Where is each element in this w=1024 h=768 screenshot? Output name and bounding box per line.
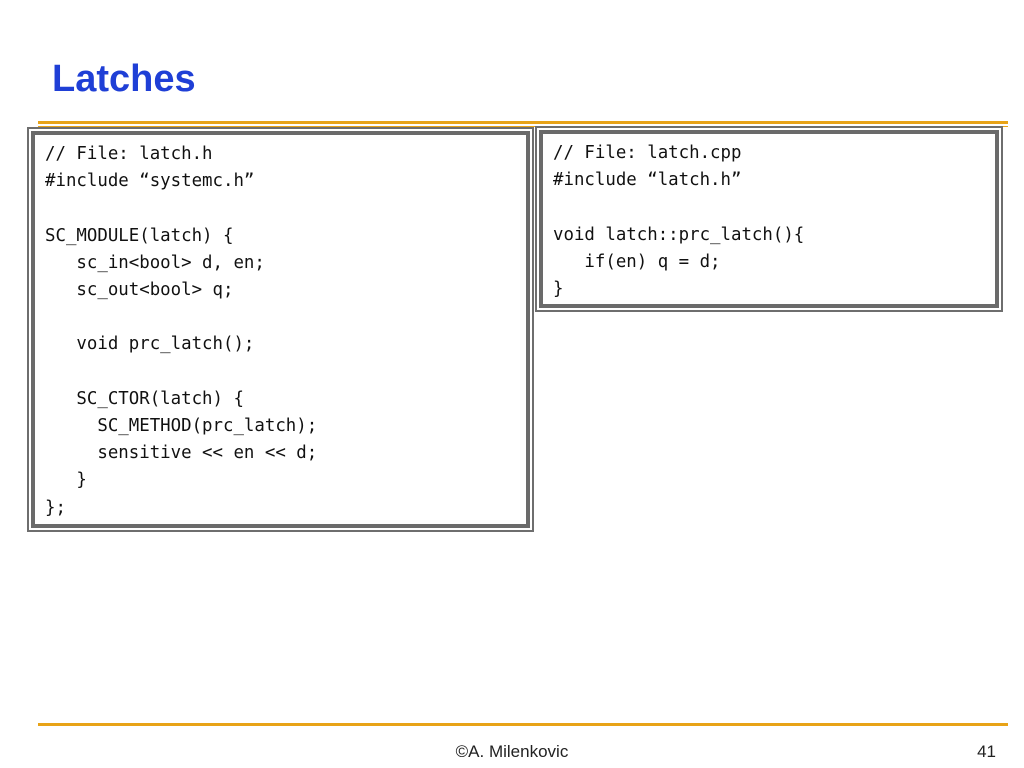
- code-listing-latch-cpp: // File: latch.cpp #include “latch.h” vo…: [553, 140, 985, 303]
- title-divider-thin: [38, 126, 1008, 127]
- code-line: sc_out<bool> q;: [45, 280, 234, 301]
- code-line: #include “systemc.h”: [45, 171, 255, 192]
- code-box-source-inner: // File: latch.cpp #include “latch.h” vo…: [536, 127, 1002, 311]
- code-line: SC_CTOR(latch) {: [45, 388, 244, 409]
- title-divider: [38, 121, 1008, 124]
- code-line: // File: latch.h: [45, 144, 213, 164]
- footer-author: ©A. Milenkovic: [455, 742, 569, 761]
- code-line: sc_in<bool> d, en;: [45, 252, 265, 273]
- code-line: if(en) q = d;: [553, 251, 721, 272]
- code-line: SC_METHOD(prc_latch);: [45, 416, 318, 437]
- footer-divider: [38, 723, 1008, 726]
- code-line: }: [45, 470, 87, 491]
- code-line: void prc_latch();: [45, 334, 255, 355]
- page-number: 41: [977, 742, 996, 761]
- slide-title: Latches: [52, 58, 196, 100]
- code-box-source-file: // File: latch.cpp #include “latch.h” vo…: [535, 126, 1003, 312]
- code-line: #include “latch.h”: [553, 170, 742, 191]
- code-line: sensitive << en << d;: [45, 443, 318, 464]
- code-line: };: [45, 497, 66, 518]
- code-box-header-inner: // File: latch.h #include “systemc.h” SC…: [28, 128, 533, 531]
- code-line: void latch::prc_latch(){: [553, 224, 805, 245]
- code-line: // File: latch.cpp: [553, 143, 742, 163]
- code-line: SC_MODULE(latch) {: [45, 225, 234, 246]
- code-line: }: [553, 279, 564, 300]
- code-box-header-file: // File: latch.h #include “systemc.h” SC…: [27, 127, 534, 532]
- code-listing-latch-h: // File: latch.h #include “systemc.h” SC…: [45, 141, 516, 522]
